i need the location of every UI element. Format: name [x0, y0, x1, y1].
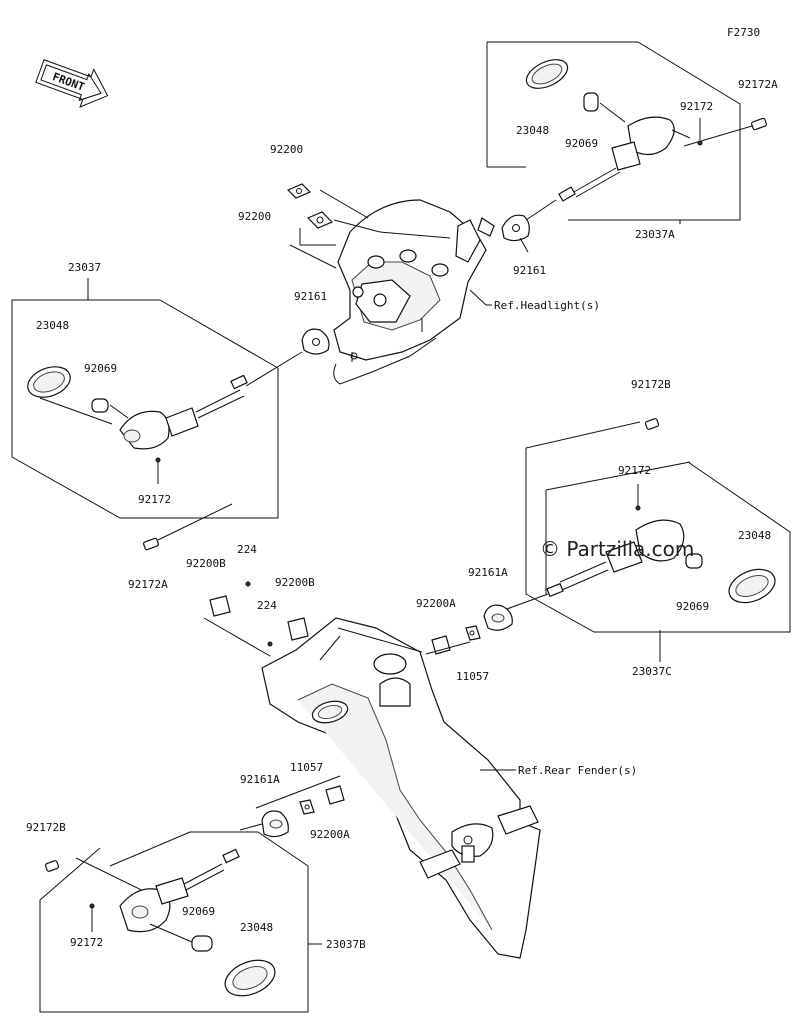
damper-top-right — [501, 214, 530, 253]
part-label: 23048 — [516, 124, 549, 137]
clip-1 — [209, 595, 231, 617]
clip-2 — [287, 617, 309, 641]
figure-id: F2730 — [727, 26, 760, 39]
part-label: 92200 — [238, 210, 271, 223]
part-label: 23048 — [738, 529, 771, 542]
part-label: 92200B — [275, 576, 315, 589]
bulb-bottom-left — [149, 923, 213, 952]
part-label: 92172B — [26, 821, 66, 834]
part-label: 92172A — [738, 78, 778, 91]
damper-right — [483, 604, 513, 631]
lens-cover-left — [27, 366, 71, 398]
headlight-bracket — [333, 199, 495, 385]
part-label: 92161 — [513, 264, 546, 277]
screw-224-1 — [245, 581, 251, 587]
part-label: 23048 — [240, 921, 273, 934]
bulb-top-right — [583, 92, 626, 123]
part-label: 92172A — [128, 578, 168, 591]
part-label: 11057 — [290, 761, 323, 774]
part-label: 92200A — [310, 828, 350, 841]
part-label: 92172 — [618, 464, 651, 477]
part-label: 92172 — [680, 100, 713, 113]
front-arrow-icon: FRONT — [35, 59, 109, 108]
lens-cover-bottom-left — [224, 959, 276, 997]
lens-cover-right — [728, 568, 776, 604]
ref-rear-fender-label: Ref.Rear Fender(s) — [518, 764, 637, 777]
screw-left-a — [39, 397, 233, 551]
clip-4 — [325, 785, 345, 805]
part-label: 23037 — [68, 261, 101, 274]
screw-right-b — [644, 418, 660, 430]
part-label: 92172B — [631, 378, 671, 391]
part-label: 224 — [237, 543, 257, 556]
bulb-left — [91, 398, 129, 419]
screw-left — [155, 457, 161, 484]
part-label: 92069 — [84, 362, 117, 375]
part-label: 23037B — [326, 938, 366, 951]
nut-2 — [299, 799, 315, 815]
damper-headlight-left — [301, 328, 330, 355]
part-label: 23048 — [36, 319, 69, 332]
group-box-right — [525, 421, 791, 662]
screw-bottom-left-b — [44, 860, 60, 872]
part-label: 92161A — [240, 773, 280, 786]
rear-fender — [261, 617, 541, 959]
part-label: 11057 — [456, 670, 489, 683]
screw-top-right-a — [683, 117, 767, 147]
screw-top-right — [671, 118, 703, 146]
damper-bottom-left — [261, 810, 289, 838]
part-label: 92161 — [294, 290, 327, 303]
part-label: 92200B — [186, 557, 226, 570]
signal-housing-right — [503, 519, 685, 611]
group-box-bottom-left — [39, 831, 322, 1013]
part-label: 92172 — [70, 936, 103, 949]
part-label: 224 — [257, 599, 277, 612]
signal-housing-bottom-left — [119, 848, 240, 933]
screw-bottom-left — [89, 903, 95, 932]
part-label: 92069 — [565, 137, 598, 150]
nut-1 — [465, 625, 481, 641]
bulb-right — [685, 553, 703, 569]
part-label: 23037C — [632, 665, 672, 678]
washer-2 — [306, 211, 334, 229]
group-box-left — [11, 278, 279, 519]
part-label: 92161A — [468, 566, 508, 579]
screw-right — [635, 484, 641, 511]
screw-224-2 — [267, 641, 273, 647]
lens-cover-top-right — [525, 59, 569, 89]
watermark: © Partzilla.com — [540, 537, 694, 561]
clip-3 — [431, 635, 451, 655]
signal-housing-left — [119, 351, 303, 450]
part-label: 92200 — [270, 143, 303, 156]
washer-1 — [286, 183, 312, 199]
part-label: 92200A — [416, 597, 456, 610]
part-label: 23037A — [635, 228, 675, 241]
ref-headlight-label: Ref.Headlight(s) — [494, 299, 600, 312]
part-label: 92069 — [182, 905, 215, 918]
part-label: 92069 — [676, 600, 709, 613]
group-box-top-right — [486, 41, 741, 224]
signal-housing-top-right — [525, 116, 675, 221]
part-label: 92172 — [138, 493, 171, 506]
